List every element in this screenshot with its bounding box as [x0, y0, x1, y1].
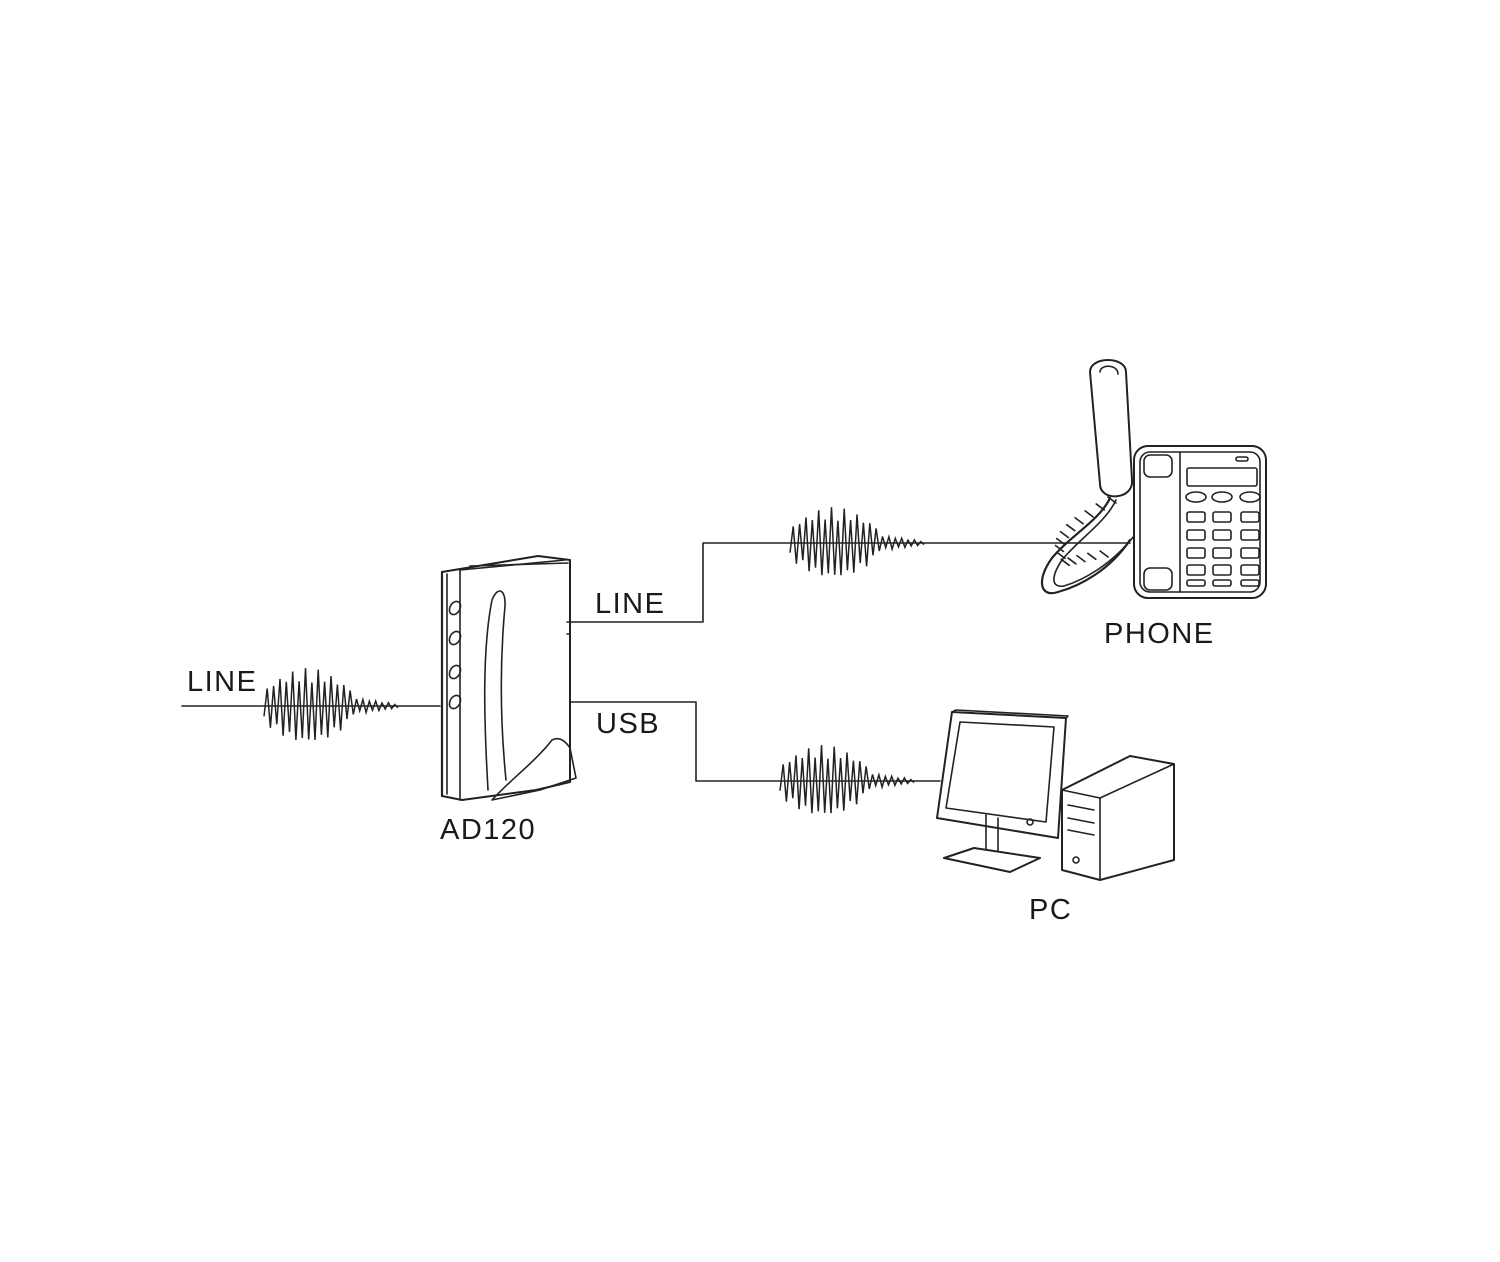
incoming-line-label: LINE	[187, 666, 258, 698]
device-label: AD120	[440, 814, 537, 846]
pc-label: PC	[1029, 894, 1073, 926]
usb-label: USB	[596, 708, 661, 740]
signal-wave-icon	[789, 507, 925, 576]
usb-connector	[564, 701, 941, 782]
signal-wave-icon	[779, 745, 915, 814]
telephone-icon	[1040, 359, 1267, 599]
phone-label: PHONE	[1104, 618, 1215, 650]
phone-line-label: LINE	[595, 588, 666, 620]
computer-icon	[936, 709, 1175, 881]
signal-wave-icon	[263, 668, 399, 741]
ad120-device-icon	[440, 555, 577, 801]
